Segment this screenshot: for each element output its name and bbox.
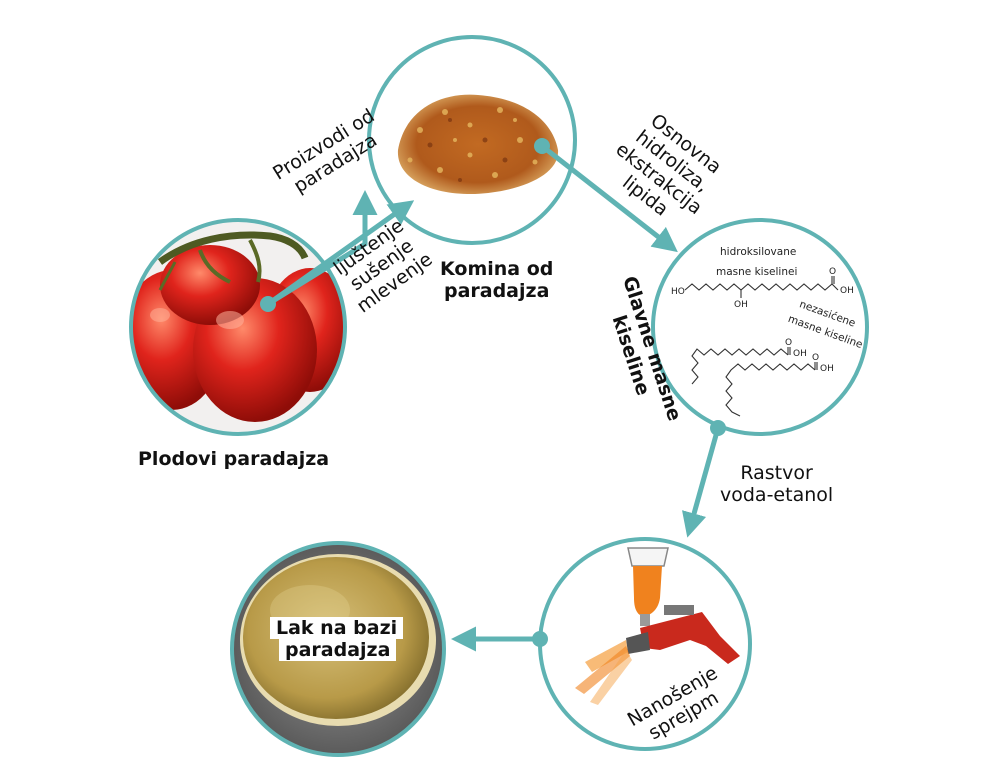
connectors (266, 144, 721, 652)
tomatoes-label: Plodovi paradajza (138, 448, 330, 470)
acids-connector-dot (710, 420, 726, 436)
lacquer-label-line-1: Lak na bazi (270, 617, 404, 639)
tomato-connector-dot (260, 296, 276, 312)
fatty-acids-node: HO OH OH O OH O OH O (651, 218, 869, 436)
spray-node (538, 537, 752, 751)
pomace-label-line-1: Komina od (440, 258, 554, 280)
pomace-connector-dot (534, 138, 550, 154)
unsaturated-acid-structures (691, 347, 818, 417)
tomatoes-node (129, 218, 347, 436)
arrow-acids-to-spray (682, 427, 721, 538)
hydroxy-acids-line-2: masne kiselinei (716, 266, 798, 278)
pomace-image (397, 94, 559, 195)
solvent-edge-label: Rastvor voda-etanol (720, 462, 833, 506)
chem-cooh-o-3: O (812, 353, 819, 363)
chem-ho-left: HO (671, 287, 685, 297)
spray-gun-image (575, 547, 740, 705)
arrow-pomace-to-acids (540, 144, 678, 253)
chem-oh-mid: OH (734, 300, 748, 310)
pomace-node (367, 35, 577, 245)
solvent-label-line-1: Rastvor (740, 462, 813, 484)
solvent-label-line-2: voda-etanol (720, 484, 834, 506)
hydroxy-acids-line-1: hidroksilovane (720, 246, 797, 258)
pomace-label: Komina od paradajza (440, 258, 553, 302)
chem-cooh-oh-3: OH (820, 364, 834, 374)
chem-cooh-oh-1: OH (840, 286, 854, 296)
hydroxy-acid-structure (684, 276, 839, 298)
pomace-label-line-2: paradajza (443, 280, 550, 302)
chem-cooh-o-2: O (785, 338, 792, 348)
chem-cooh-o-1: O (829, 267, 836, 277)
tomato-image (131, 231, 345, 422)
spray-connector-dot (532, 631, 548, 647)
chem-cooh-oh-2: OH (793, 349, 807, 359)
lacquer-label-line-2: paradajza (279, 639, 397, 661)
arrow-tomato-to-pomace (266, 200, 415, 307)
